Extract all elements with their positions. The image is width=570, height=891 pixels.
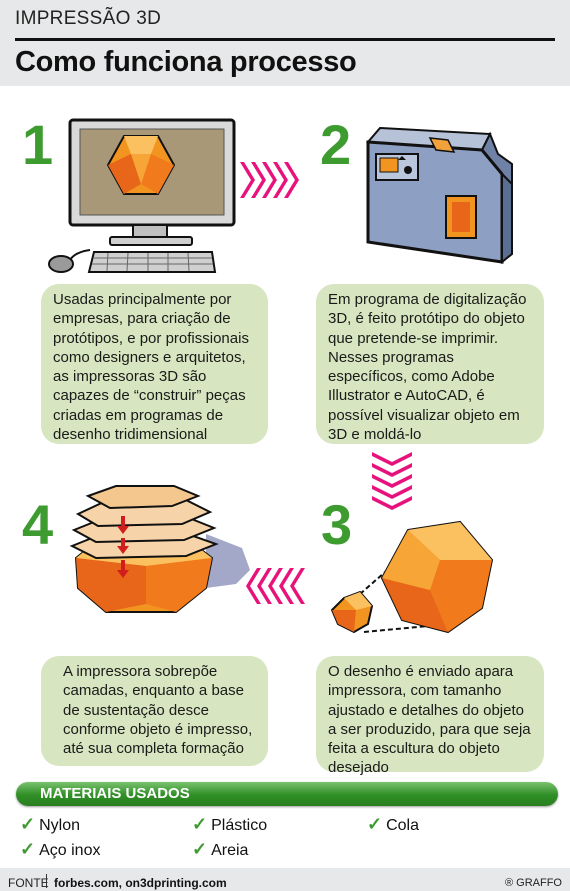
step-4-number: 4: [22, 493, 54, 556]
header: [0, 0, 570, 86]
section-label: IMPRESSÃO 3D: [15, 8, 162, 29]
arrow-right-icon: [240, 162, 299, 198]
check-icon: ✓: [20, 814, 36, 834]
step-2-number: 2: [320, 113, 352, 176]
source-label: FONTE: [8, 876, 49, 890]
check-icon: ✓: [20, 839, 36, 859]
mouse-icon: [48, 255, 74, 273]
check-icon: ✓: [192, 839, 208, 859]
step-4-text: A impressora sobrepõe camadas, enquanto …: [41, 656, 268, 766]
materials-title: MATERIAIS USADOS: [40, 785, 190, 802]
hexagon-object-icon: [106, 135, 176, 195]
arrow-left-icon: [246, 568, 305, 604]
source-divider: [46, 874, 47, 888]
step-3-text: O desenho é enviado apara impressora, co…: [316, 656, 544, 776]
layered-print-icon: [69, 485, 250, 613]
scaled-hexagons-icon: [330, 520, 494, 634]
material-aco-inox: ✓Aço inox: [20, 839, 101, 859]
step-1-number: 1: [22, 113, 54, 176]
scanner-device-icon: [365, 126, 513, 265]
arrow-down-icon: [372, 452, 412, 510]
footer: [0, 868, 570, 891]
step-2-text: Em programa de digitalização 3D, é feito…: [316, 284, 544, 444]
material-nylon: ✓Nylon: [20, 814, 80, 834]
material-areia: ✓Areia: [192, 839, 249, 859]
check-icon: ✓: [192, 814, 208, 834]
check-icon: ✓: [367, 814, 383, 834]
step-3-number: 3: [321, 493, 353, 556]
step-1-text: Usadas principalmente por empresas, para…: [41, 284, 268, 444]
materials-header-bar: [16, 782, 558, 806]
keyboard-icon: [87, 251, 217, 273]
header-rule: [15, 38, 555, 41]
source-text: forbes.com, on3dprinting.com: [54, 876, 227, 890]
material-cola: ✓Cola: [367, 814, 419, 834]
credit-text: ® GRAFFO: [505, 877, 562, 889]
material-plastico: ✓Plástico: [192, 814, 268, 834]
page-title: Como funciona processo: [15, 46, 357, 78]
